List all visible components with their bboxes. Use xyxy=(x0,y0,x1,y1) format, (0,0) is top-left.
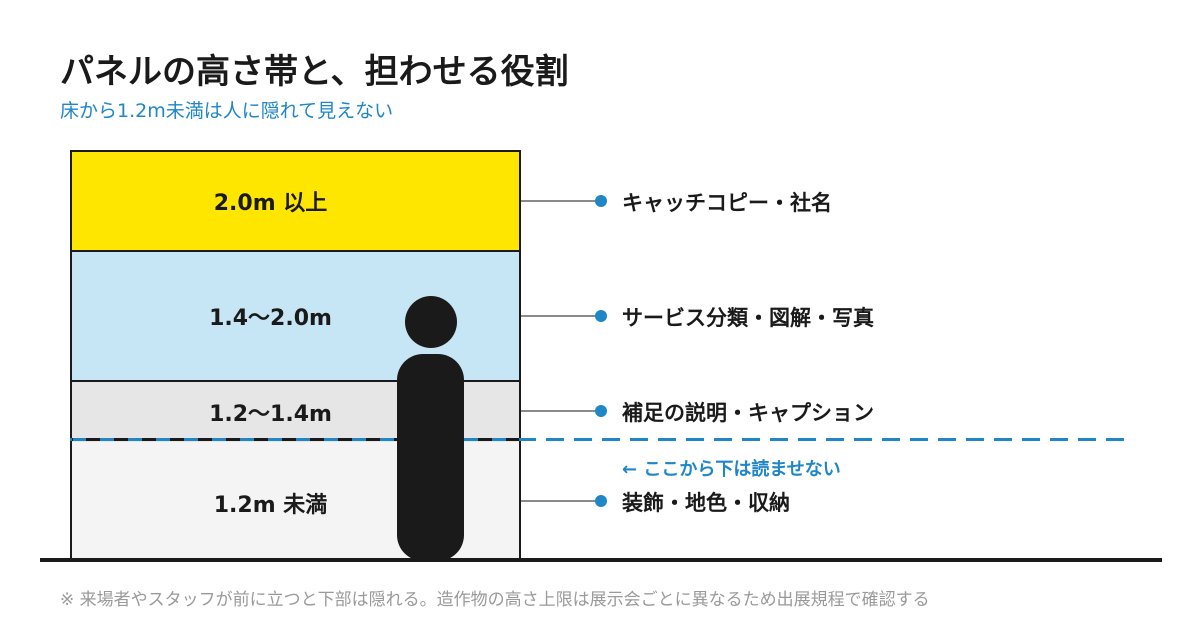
page-title: パネルの高さ帯と、担わせる役割 xyxy=(60,52,569,92)
bullet-dot-upper-middle xyxy=(595,310,607,322)
band-top: 2.0m 以上 xyxy=(72,152,519,252)
bullet-dot-lower-middle xyxy=(595,405,607,417)
role-label-top: キャッチコピー・社名 xyxy=(622,191,832,215)
band-top-label: 2.0m 以上 xyxy=(213,191,328,216)
eye-level-dashed-line-panel xyxy=(72,438,519,441)
footnote: ※ 来場者やスタッフが前に立つと下部は隠れる。造作物の高さ上限は展示会ごとに異な… xyxy=(60,590,930,610)
band-bottom-label: 1.2m 未満 xyxy=(213,492,328,518)
leader-line-upper-middle xyxy=(521,315,599,317)
leader-line-top xyxy=(521,200,599,202)
bullet-dot-top xyxy=(595,195,607,207)
role-label-lower-middle: 補足の説明・キャプション xyxy=(622,401,874,425)
band-lower-middle-label: 1.2〜1.4m xyxy=(209,402,332,427)
leader-line-bottom xyxy=(521,500,599,502)
role-label-bottom: 装飾・地色・収納 xyxy=(622,491,790,515)
eye-level-dashed-line xyxy=(70,438,1130,441)
leader-line-lower-middle xyxy=(521,410,599,412)
eye-line-note: ← ここから下は読ませない xyxy=(622,459,841,480)
person-head-icon xyxy=(405,296,457,348)
role-label-upper-middle: サービス分類・図解・写真 xyxy=(622,306,874,330)
person-body-icon xyxy=(397,354,464,561)
floor-line xyxy=(40,558,1162,562)
band-upper-middle-label: 1.4〜2.0m xyxy=(209,306,332,331)
bullet-dot-bottom xyxy=(595,495,607,507)
page-subtitle: 床から1.2m未満は人に隠れて見えない xyxy=(60,100,394,122)
